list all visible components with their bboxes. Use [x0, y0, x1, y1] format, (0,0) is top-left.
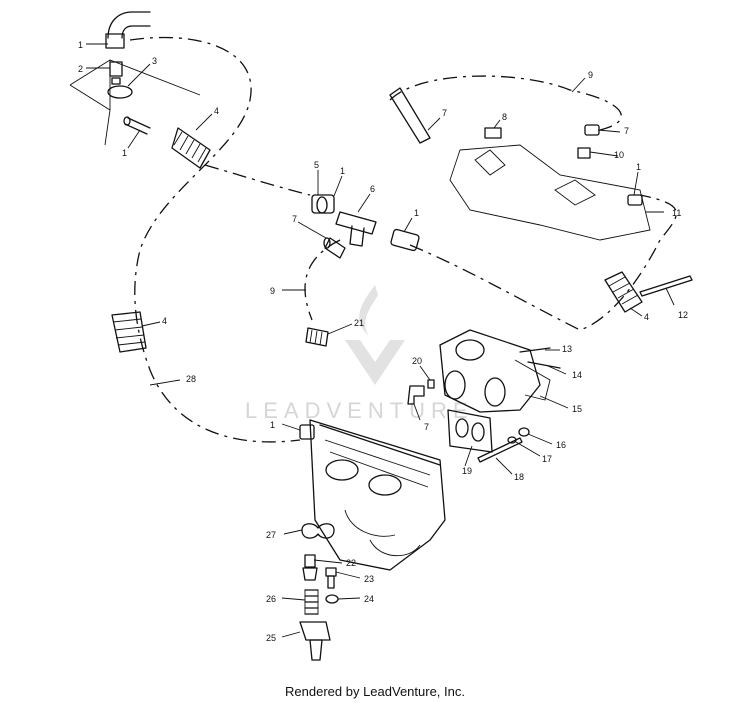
callout-12: 12 — [678, 310, 688, 320]
part-nipple-1 — [123, 116, 151, 135]
part-fitting-5 — [311, 194, 335, 214]
callout-4: 4 — [214, 106, 219, 116]
hose-routes — [129, 36, 677, 443]
watermark: LEADVENTURE — [245, 285, 474, 423]
part-sleeve-21 — [305, 327, 329, 347]
callout-19: 19 — [462, 466, 472, 476]
callout-14: 14 — [572, 370, 582, 380]
part-stud-14 — [527, 361, 561, 369]
hose-route-upper-right — [389, 75, 622, 131]
part-spring-26 — [304, 589, 319, 615]
callout-17: 17 — [542, 454, 552, 464]
part-sender-25 — [299, 621, 331, 661]
part-cylinder-block — [309, 419, 446, 571]
part-elbow-7d — [407, 385, 425, 405]
callout-9: 9 — [588, 70, 593, 80]
part-coupling-1 — [390, 228, 420, 252]
part-manifold-upper — [389, 87, 651, 241]
callout-1: 1 — [270, 420, 275, 430]
part-bellows-4a — [171, 127, 211, 169]
callout-2: 2 — [78, 64, 83, 74]
hose-route-28 — [129, 36, 301, 443]
part-sensor-22 — [302, 554, 318, 581]
part-fitting-20 — [427, 379, 435, 389]
callout-27: 27 — [266, 530, 276, 540]
callout-3: 3 — [152, 56, 157, 66]
callout-7: 7 — [292, 214, 297, 224]
callout-6: 6 — [370, 184, 375, 194]
part-bolt-23 — [325, 567, 337, 589]
callout-labels: 1 2 3 4 1 5 1 6 7 1 9 7 8 7 10 1 11 4 12… — [78, 40, 688, 643]
part-fitting-2 — [109, 61, 123, 85]
part-strap-12 — [639, 275, 693, 297]
callout-10: 10 — [614, 150, 624, 160]
callout-11: 11 — [672, 208, 681, 218]
callout-13: 13 — [562, 344, 572, 354]
part-stud-13 — [519, 347, 551, 353]
callout-7: 7 — [424, 422, 429, 432]
part-bellows-4b — [111, 311, 147, 353]
part-bolt-18 — [477, 437, 523, 463]
part-washer-16 — [518, 427, 530, 437]
hose-route-9 — [304, 239, 341, 321]
part-washer-17 — [507, 436, 517, 444]
hose-route-center — [409, 194, 677, 331]
part-washer-3 — [107, 85, 133, 99]
leadventure-logo — [345, 285, 405, 385]
callout-8: 8 — [502, 112, 507, 122]
callout-25: 25 — [266, 633, 276, 643]
part-tee-6 — [335, 211, 377, 247]
callout-5: 5 — [314, 160, 319, 170]
callout-26: 26 — [266, 594, 276, 604]
callout-1: 1 — [636, 162, 641, 172]
callout-7: 7 — [624, 126, 629, 136]
watermark-text: LEADVENTURE — [245, 398, 474, 423]
callout-4: 4 — [644, 312, 649, 322]
callout-22: 22 — [346, 558, 356, 568]
callout-1: 1 — [122, 148, 127, 158]
part-washer-24 — [325, 594, 339, 604]
footer-credit: Rendered by LeadVenture, Inc. — [285, 684, 465, 699]
hose-route-top — [204, 164, 311, 196]
callout-7: 7 — [442, 108, 447, 118]
callout-1: 1 — [340, 166, 345, 176]
callout-1: 1 — [414, 208, 419, 218]
reservoir-outline — [69, 59, 201, 146]
callout-1: 1 — [78, 40, 83, 50]
callout-23: 23 — [364, 574, 374, 584]
callout-15: 15 — [572, 404, 582, 414]
callout-18: 18 — [514, 472, 524, 482]
part-elbow-hose-top — [105, 11, 151, 49]
callout-20: 20 — [412, 356, 422, 366]
callout-4: 4 — [162, 316, 167, 326]
callout-16: 16 — [556, 440, 566, 450]
callout-24: 24 — [364, 594, 374, 604]
callout-28: 28 — [186, 374, 196, 384]
part-gasket-27 — [301, 523, 335, 539]
part-bellows-4c — [604, 271, 643, 313]
callout-21: 21 — [354, 318, 364, 328]
part-manifold-15 — [439, 329, 551, 413]
part-fitting-7a — [323, 237, 346, 259]
part-fitting-1f — [299, 424, 315, 440]
callout-9: 9 — [270, 286, 275, 296]
leader-lines — [86, 43, 675, 638]
